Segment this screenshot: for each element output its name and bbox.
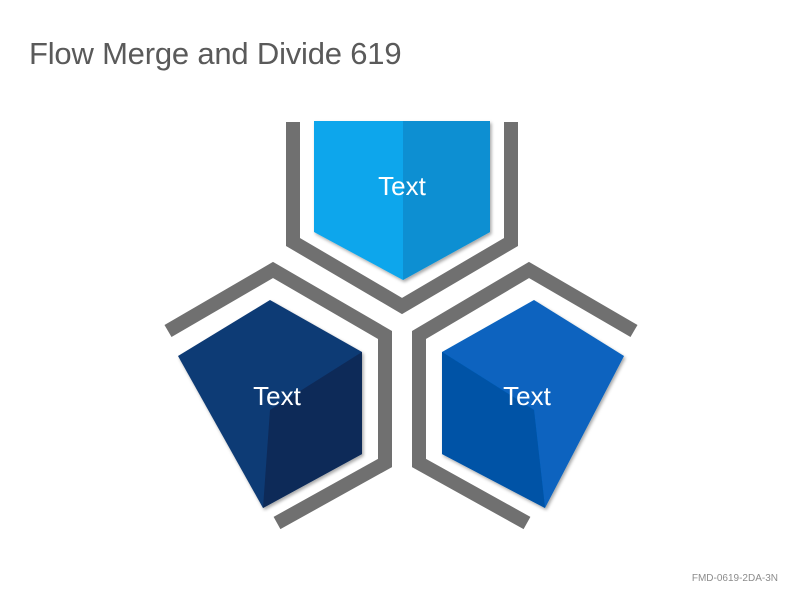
segment-left (178, 300, 362, 508)
footer-code: FMD-0619-2DA-3N (691, 573, 778, 584)
segment-left-facet (263, 352, 362, 508)
segment-top-facet (403, 121, 490, 280)
slide-title: Flow Merge and Divide 619 (29, 36, 402, 71)
segment-left-label: Text (253, 381, 301, 411)
segment-right-label: Text (503, 381, 551, 411)
segment-top-label: Text (378, 171, 426, 201)
segment-right-facet (442, 352, 545, 508)
bracket-right (412, 261, 638, 530)
segment-top (314, 121, 490, 280)
bracket-group (164, 122, 638, 530)
segment-right (442, 300, 624, 508)
bracket-left (164, 261, 392, 530)
bracket-top (286, 122, 518, 315)
